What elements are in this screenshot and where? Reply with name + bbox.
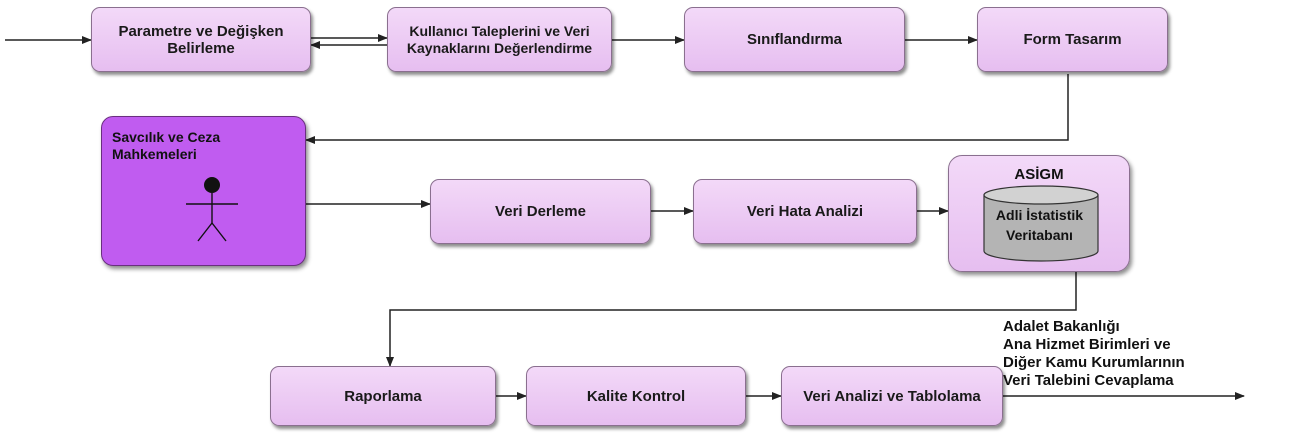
arrow-form-to-actor (305, 74, 1069, 144)
step-error-analysis-label: Veri Hata Analizi (746, 203, 864, 220)
step-form-design[interactable]: Form Tasarım (977, 7, 1168, 72)
output-text: Adalet Bakanlığı Ana Hizmet Birimleri ve… (1003, 318, 1185, 390)
step-analysis-tabulation-label: Veri Analizi ve Tablolama (803, 387, 981, 405)
step-reporting-label: Raporlama (344, 387, 422, 405)
database-label: Adli İstatistik Veritabanı (995, 207, 1084, 243)
step-form-design-label: Form Tasarım (1023, 31, 1122, 48)
step-parameter[interactable]: Parametre ve Değişken Belirleme (91, 7, 311, 72)
actor-label: Savcılık ve Ceza Mahkemeleri (112, 129, 221, 162)
database-cylinder-icon (983, 185, 1099, 262)
step-classification-label: Sınıflandırma (746, 31, 843, 48)
arrow-db-to-reporting (386, 260, 1077, 367)
step-reporting[interactable]: Raporlama (270, 366, 496, 426)
step-classification[interactable]: Sınıflandırma (684, 7, 905, 72)
step-parameter-label: Parametre ve Değişken Belirleme (118, 22, 284, 57)
step-error-analysis[interactable]: Veri Hata Analizi (693, 179, 917, 244)
database-group-title: ASİGM (1014, 166, 1064, 183)
output-line: Adalet Bakanlığı (1003, 318, 1120, 335)
actor-prosecution-courts[interactable]: Savcılık ve Ceza Mahkemeleri (101, 116, 306, 266)
output-line: Diğer Kamu Kurumlarının (1003, 354, 1185, 371)
person-icon (186, 177, 238, 242)
output-line: Ana Hizmet Birimleri ve (1003, 336, 1171, 353)
step-data-compile[interactable]: Veri Derleme (430, 179, 651, 244)
output-line: Veri Talebini Cevaplama (1003, 372, 1174, 389)
step-user-requests[interactable]: Kullanıcı Taleplerini ve Veri Kaynakları… (387, 7, 612, 72)
step-data-compile-label: Veri Derleme (495, 203, 586, 220)
step-analysis-tabulation[interactable]: Veri Analizi ve Tablolama (781, 366, 1003, 426)
step-quality-control-label: Kalite Kontrol (586, 387, 686, 405)
step-quality-control[interactable]: Kalite Kontrol (526, 366, 746, 426)
step-user-requests-label: Kullanıcı Taleplerini ve Veri Kaynakları… (406, 22, 593, 56)
